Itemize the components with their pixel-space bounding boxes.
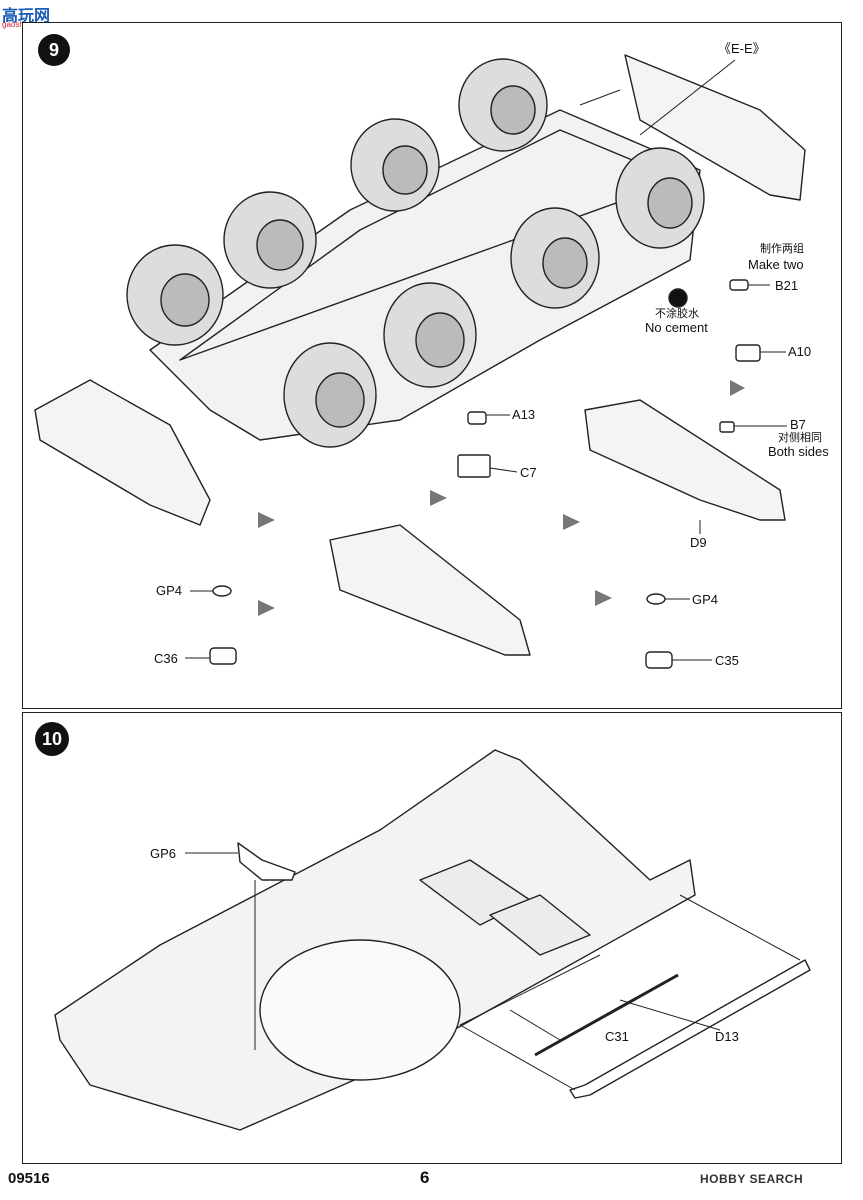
wheel-left-2 bbox=[223, 191, 317, 289]
plate-d9 bbox=[584, 399, 786, 521]
label-b7: B7 bbox=[790, 417, 806, 432]
part-c36 bbox=[209, 647, 237, 665]
label-make-two-en: Make two bbox=[748, 257, 804, 272]
wheel-right-4 bbox=[615, 147, 705, 249]
wheel-right-1 bbox=[283, 342, 377, 448]
label-both-sides-en: Both sides bbox=[768, 444, 829, 459]
step-10-badge: 10 bbox=[35, 722, 69, 756]
label-a10: A10 bbox=[788, 344, 812, 359]
label-d9: D9 bbox=[690, 535, 707, 550]
wheel-right-3 bbox=[510, 207, 600, 309]
label-no-cement-en: No cement bbox=[645, 320, 708, 335]
wheel-left-4 bbox=[458, 58, 548, 152]
part-c7 bbox=[457, 454, 491, 478]
label-c36: C36 bbox=[154, 651, 178, 666]
label-both-sides-cn: 对侧相同 bbox=[778, 431, 822, 444]
part-gp4-left bbox=[212, 585, 232, 597]
motion-arrow-2 bbox=[258, 600, 275, 616]
motion-arrow-3 bbox=[430, 490, 447, 506]
motion-arrow-6 bbox=[730, 380, 745, 396]
front-skid-plate bbox=[34, 379, 211, 526]
motion-arrow-5 bbox=[595, 590, 612, 606]
label-c31: C31 bbox=[605, 1029, 629, 1044]
plate-center bbox=[329, 524, 531, 656]
step-10-panel bbox=[22, 712, 842, 1164]
label-c7: C7 bbox=[520, 465, 537, 480]
part-d13 bbox=[569, 959, 811, 1099]
turret-ring bbox=[259, 939, 461, 1081]
part-c31 bbox=[534, 973, 679, 1057]
label-a13: A13 bbox=[512, 407, 536, 422]
label-gp4-right: GP4 bbox=[692, 592, 719, 607]
label-d13: D13 bbox=[715, 1029, 739, 1044]
hull-underside bbox=[149, 109, 701, 441]
label-gp4-left: GP4 bbox=[156, 583, 183, 598]
label-b21: B21 bbox=[775, 278, 799, 293]
part-gp4-right bbox=[646, 593, 666, 605]
part-gp6 bbox=[237, 842, 296, 881]
upper-hull-step10 bbox=[54, 749, 696, 1131]
label-c35: C35 bbox=[715, 653, 739, 668]
page-number: 6 bbox=[420, 1168, 430, 1187]
wheel-left-3 bbox=[350, 118, 440, 212]
motion-arrow-1 bbox=[258, 512, 275, 528]
rear-plate-e-e bbox=[624, 54, 806, 201]
label-make-two-cn: 制作两组 bbox=[760, 242, 804, 255]
no-cement-icon bbox=[668, 288, 688, 308]
wheel-left-1 bbox=[126, 244, 224, 346]
label-view-e-e: 《E-E》 bbox=[718, 41, 766, 56]
part-b7 bbox=[719, 421, 735, 433]
label-no-cement-cn: 不涂胶水 bbox=[655, 307, 699, 320]
motion-arrow-4 bbox=[563, 514, 580, 530]
part-b21 bbox=[729, 279, 749, 291]
site-logo: 高玩网 bbox=[2, 6, 51, 25]
kit-number: 09516 bbox=[8, 1170, 50, 1187]
step-9-badge: 9 bbox=[38, 34, 70, 66]
label-gp6: GP6 bbox=[150, 846, 177, 861]
decal-plate-2 bbox=[489, 894, 591, 956]
wheel-right-2 bbox=[383, 282, 477, 388]
part-a13 bbox=[467, 411, 487, 425]
watermark-hobby-search: HOBBY SEARCH bbox=[700, 1172, 804, 1186]
part-c35 bbox=[645, 651, 673, 669]
part-a10 bbox=[735, 344, 761, 362]
